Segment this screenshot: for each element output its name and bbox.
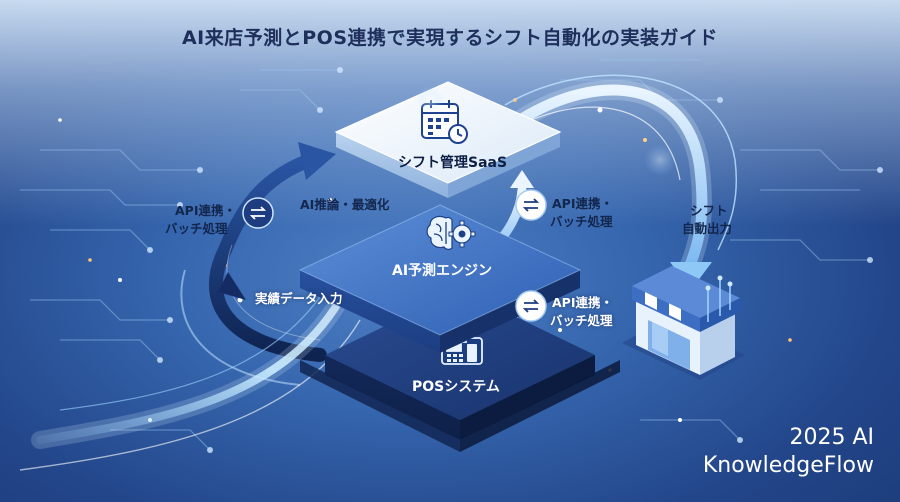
page-title: AI来店予測とPOS連携で実現するシフト自動化の実装ガイド (181, 27, 719, 49)
circuit-traces (20, 59, 880, 451)
circuit-nodes (147, 67, 883, 453)
flow-label-shift: シフト (690, 203, 728, 218)
stream-top-to-store (504, 74, 738, 275)
right-up-arrow-upper-head (510, 170, 534, 188)
left-loop-arrow (180, 153, 327, 386)
left-connector-line1: API連携・ (175, 203, 236, 218)
left-connector-line2: バッチ処理 (165, 221, 228, 236)
transfer-arrows-icon (249, 206, 267, 220)
badge-right-upper (515, 189, 547, 221)
brand-watermark: 2025 AI KnowledgeFlow (703, 424, 874, 480)
flow-label-actual-input: 実績データ入力 (255, 291, 343, 306)
brain-gear-icon (426, 215, 476, 250)
right-upper-connector-line2: バッチ処理 (550, 214, 613, 229)
right-lower-connector-line2: バッチ処理 (550, 313, 613, 328)
flow-label-ai-optimize: AI推論・最適化 (300, 197, 390, 212)
flow-label-auto-output: 自動出力 (682, 221, 733, 236)
left-arrow-head-top (298, 142, 336, 180)
badge-right-lower (515, 290, 547, 322)
badge-left (242, 197, 274, 229)
storefront-shape (622, 266, 745, 380)
tier-label-shift-saas: シフト管理SaaS (398, 155, 508, 171)
brand-line1: 2025 AI (789, 425, 874, 450)
transfer-arrows-icon (522, 299, 540, 313)
tier-label-pos: POSシステム (412, 379, 500, 395)
right-upper-connector-line1: API連携・ (552, 196, 613, 211)
transfer-arrows-icon (522, 198, 540, 212)
left-arrow-head-mid (218, 272, 246, 300)
tier-label-ai-engine: AI予測エンジン (392, 263, 493, 279)
brand-line2: KnowledgeFlow (702, 453, 874, 478)
tier-middle-shape (298, 204, 582, 353)
right-lower-connector-line1: API連携・ (552, 295, 613, 310)
